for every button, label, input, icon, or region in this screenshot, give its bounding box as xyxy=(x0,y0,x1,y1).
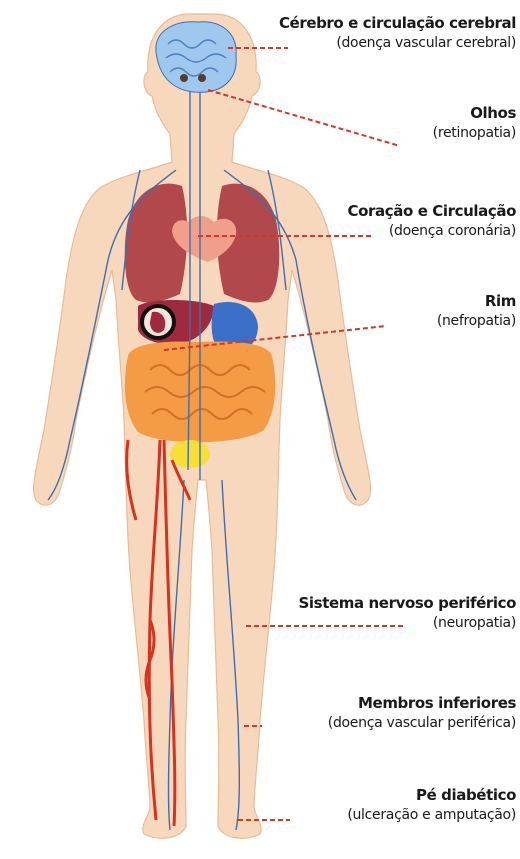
annotation-heart: Coração e Circulação (doença coronária) xyxy=(348,202,516,240)
annotation-nerves-subtitle: (neuropatia) xyxy=(299,614,516,632)
bladder xyxy=(170,440,210,468)
annotation-brain-subtitle: (doença vascular cerebral) xyxy=(279,34,516,52)
kidney-highlight xyxy=(142,306,174,338)
annotation-foot-title: Pé diabético xyxy=(347,786,516,804)
annotation-foot: Pé diabético (ulceração e amputação) xyxy=(347,786,516,824)
annotation-brain-title: Cérebro e circulação cerebral xyxy=(279,14,516,32)
annotation-kidney-subtitle: (nefropatia) xyxy=(437,312,516,330)
annotation-legs-title: Membros inferiores xyxy=(328,694,516,712)
annotation-brain: Cérebro e circulação cerebral (doença va… xyxy=(279,14,516,52)
annotation-heart-subtitle: (doença coronária) xyxy=(348,222,516,240)
annotation-nerves-title: Sistema nervoso periférico xyxy=(299,594,516,612)
annotation-nerves: Sistema nervoso periférico (neuropatia) xyxy=(299,594,516,632)
annotation-kidney: Rim (nefropatia) xyxy=(437,292,516,330)
annotation-heart-title: Coração e Circulação xyxy=(348,202,516,220)
annotation-eyes-subtitle: (retinopatia) xyxy=(433,124,516,142)
annotation-eyes: Olhos (retinopatia) xyxy=(433,104,516,142)
annotation-eyes-title: Olhos xyxy=(433,104,516,122)
annotation-foot-subtitle: (ulceração e amputação) xyxy=(347,806,516,824)
annotation-legs: Membros inferiores (doença vascular peri… xyxy=(328,694,516,732)
annotation-kidney-title: Rim xyxy=(437,292,516,310)
annotation-legs-subtitle: (doença vascular periférica) xyxy=(328,714,516,732)
